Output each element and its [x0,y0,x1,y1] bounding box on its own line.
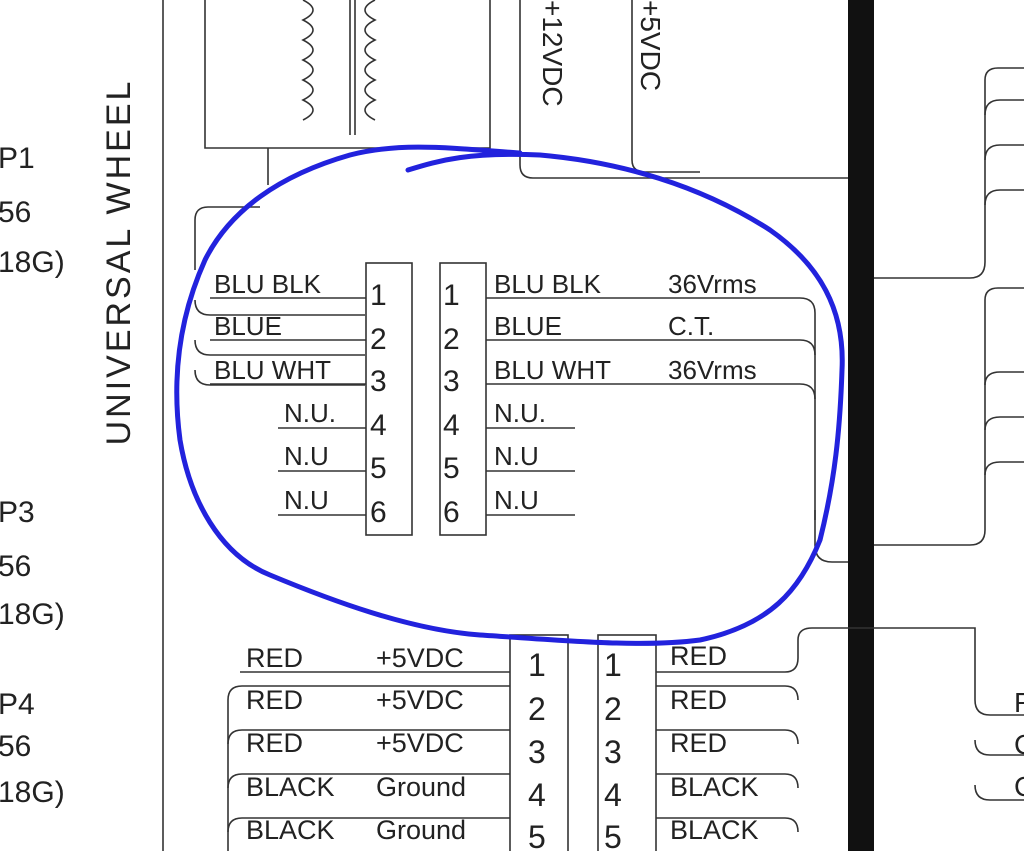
ref-p3-gauge: 18G) [0,598,65,631]
upper-right-wire-6: N.U [494,485,539,515]
upper-left-wire-4: N.U. [284,398,336,428]
annotation-circle [174,144,845,646]
right-edge-letter-3: C [1014,771,1024,802]
side-label: UNIVERSAL WHEEL [100,79,138,446]
lower-left-pin-3: 3 [528,734,546,770]
lower-connector: RED RED RED BLACK BLACK +5VDC +5VDC +5VD… [227,634,799,851]
ref-p4: P4 [0,688,35,721]
lower-right-color-1: RED [670,641,727,671]
upper-left-wire-2: BLUE [214,311,282,341]
lower-left-pin-2: 2 [528,691,546,727]
lower-left-color-5: BLACK [246,815,335,845]
upper-left-wire-6: N.U [284,485,329,515]
lower-left-color-4: BLACK [246,772,335,802]
lower-right-color-4: BLACK [670,772,759,802]
lower-left-signal-3: +5VDC [376,728,464,758]
upper-left-pin-3: 3 [370,365,387,398]
lower-right-pin-1: 1 [604,647,622,683]
upper-left-wire-1: BLU BLK [214,269,322,299]
lower-left-signal-1: +5VDC [376,643,464,673]
upper-right-pin-6: 6 [443,496,460,529]
upper-right-pin-3: 3 [443,365,460,398]
ref-p1: P1 [0,142,35,175]
upper-plug-left [365,262,413,536]
lower-right-pin-3: 3 [604,734,622,770]
lower-right-color-5: BLACK [670,815,759,845]
lower-left-color-1: RED [246,643,303,673]
lower-left-signal-2: +5VDC [376,685,464,715]
ref-p3-pin: 56 [0,550,31,583]
voltage-5vdc: +5VDC [635,0,666,91]
upper-left-wire-5: N.U [284,441,329,471]
upper-left-pin-1: 1 [370,279,387,312]
lower-right-pin-5: 5 [604,819,622,851]
lower-right-color-3: RED [670,728,727,758]
lower-left-color-2: RED [246,685,303,715]
lower-plug-right [597,634,657,851]
upper-right-value-2: C.T. [668,311,714,341]
lower-right-pin-2: 2 [604,691,622,727]
lower-left-pin-1: 1 [528,647,546,683]
upper-right-wire-4: N.U. [494,398,546,428]
lower-left-pin-4: 4 [528,777,546,813]
voltage-12vdc: +12VDC [537,0,568,107]
ref-p1-pin: 56 [0,196,31,229]
lower-plug-left [509,634,569,851]
upper-left-pin-6: 6 [370,496,387,529]
upper-right-pin-1: 1 [443,279,460,312]
lower-right-pin-4: 4 [604,777,622,813]
upper-right-wire-1: BLU BLK [494,269,602,299]
upper-left-wire-3: BLU WHT [214,355,331,385]
upper-left-pin-4: 4 [370,409,387,442]
lower-left-signal-5: Ground [376,815,466,845]
upper-right-pin-4: 4 [443,409,460,442]
ref-p4-pin: 56 [0,730,31,763]
ref-p4-gauge: 18G) [0,776,65,809]
ref-p3: P3 [0,496,35,529]
upper-left-pin-2: 2 [370,323,387,356]
upper-right-value-1: 36Vrms [668,269,757,299]
lower-left-signal-4: Ground [376,772,466,802]
lower-right-color-2: RED [670,685,727,715]
ref-p1-gauge: 18G) [0,246,65,279]
upper-right-wire-2: BLUE [494,311,562,341]
left-references: P1 56 18G) P3 56 18G) P4 56 18G) [0,142,65,809]
frame-lines [162,0,1024,851]
upper-left-pin-5: 5 [370,452,387,485]
upper-plug-right [439,262,487,536]
upper-right-pin-2: 2 [443,323,460,356]
upper-right-wire-3: BLU WHT [494,355,611,385]
upper-connector: BLU BLK BLUE BLU WHT N.U. N.U N.U 1 2 3 … [210,262,816,536]
right-edge-letter-2: C [1014,729,1024,760]
lower-left-pin-5: 5 [528,819,546,851]
right-edge-letter-1: R [1014,687,1024,718]
lower-left-color-3: RED [246,728,303,758]
upper-right-pin-5: 5 [443,452,460,485]
upper-right-value-3: 36Vrms [668,355,757,385]
upper-right-wire-5: N.U [494,441,539,471]
